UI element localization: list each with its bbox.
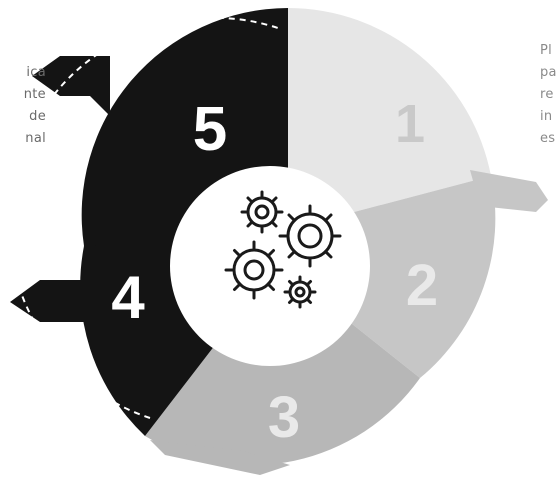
right-caption-line: re <box>540 84 559 106</box>
segment-number-2: 2 <box>406 253 438 318</box>
segment-number-1: 1 <box>395 94 425 154</box>
left-caption-line: de <box>0 106 46 128</box>
left-caption-line: ica <box>0 62 46 84</box>
right-caption-line: es <box>540 128 559 150</box>
segment-number-3: 3 <box>268 385 300 450</box>
segment-2-arrow-tab <box>470 170 548 212</box>
left-caption-line: nal <box>0 128 46 150</box>
left-caption: ica nte de nal <box>0 62 46 150</box>
left-caption-line: nte <box>0 84 46 106</box>
right-caption-line: Pl <box>540 40 559 62</box>
right-caption: Pl pa re in es <box>540 40 559 150</box>
segment-number-5: 5 <box>193 95 227 164</box>
center-circle <box>170 166 370 366</box>
right-caption-line: in <box>540 106 559 128</box>
segment-number-4: 4 <box>111 264 145 331</box>
right-caption-line: pa <box>540 62 559 84</box>
segment-4-arrow-tab <box>10 280 90 322</box>
